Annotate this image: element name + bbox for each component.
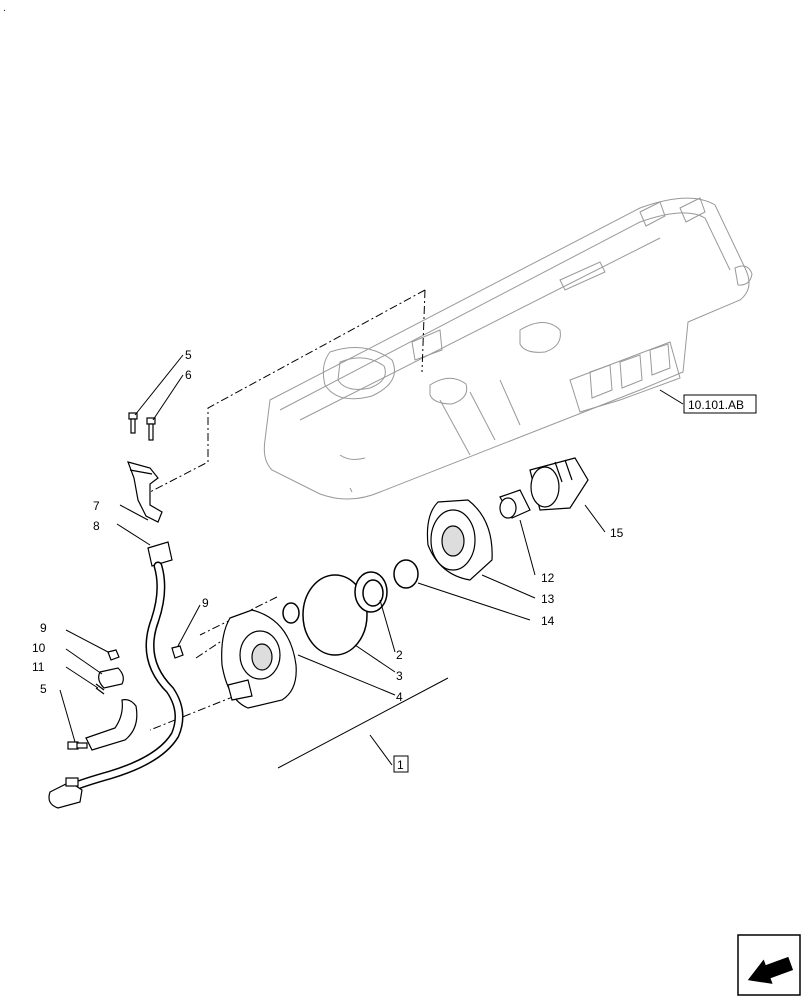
callout-11: 11 xyxy=(32,660,45,674)
corner-mark: . xyxy=(3,3,6,14)
o-ring-4-small xyxy=(282,602,300,624)
reference-label[interactable]: 10.101.AB xyxy=(688,398,744,412)
callout-10: 10 xyxy=(32,641,46,655)
bolt-5 xyxy=(128,412,138,434)
nut-9-right xyxy=(171,645,184,659)
bracket xyxy=(85,699,138,751)
cartridge-15 xyxy=(529,457,589,511)
spring-11 xyxy=(95,683,105,695)
o-ring-3 xyxy=(302,574,368,656)
snap-ring-14 xyxy=(393,559,419,589)
callout-14: 14 xyxy=(541,614,555,628)
sleeve-12 xyxy=(499,489,531,519)
connector-8 xyxy=(147,541,173,567)
navigation-arrow-icon[interactable] xyxy=(737,934,801,996)
callout-7: 7 xyxy=(93,499,100,513)
callout-13: 13 xyxy=(541,592,555,606)
callout-5: 5 xyxy=(185,348,192,362)
filter-element-13 xyxy=(426,499,493,581)
nut-9-left xyxy=(107,649,120,661)
elbow-fitting-7 xyxy=(127,461,163,523)
callout-4: 4 xyxy=(396,690,403,704)
group-label: 1 xyxy=(397,758,404,772)
hose-end xyxy=(48,777,83,809)
rocker-cover xyxy=(263,197,753,500)
callout-3: 3 xyxy=(396,669,403,683)
reference-label-box[interactable] xyxy=(683,394,757,414)
group-label-box xyxy=(393,755,409,773)
filter-head-4 xyxy=(221,609,297,709)
callout-6: 6 xyxy=(185,368,192,382)
callout-12: 12 xyxy=(541,571,555,585)
leader-lines xyxy=(59,354,684,769)
callout-2: 2 xyxy=(396,648,403,662)
callout-15: 15 xyxy=(610,526,624,540)
callout-8: 8 xyxy=(93,519,100,533)
callout-9-right: 9 xyxy=(202,596,209,610)
clamp-10 xyxy=(98,667,124,689)
seal-2 xyxy=(354,571,388,613)
callout-5-lower: 5 xyxy=(40,682,47,696)
bolt-6 xyxy=(146,417,156,441)
bolt-5-lower xyxy=(67,741,88,750)
callout-9-left: 9 xyxy=(40,621,47,635)
